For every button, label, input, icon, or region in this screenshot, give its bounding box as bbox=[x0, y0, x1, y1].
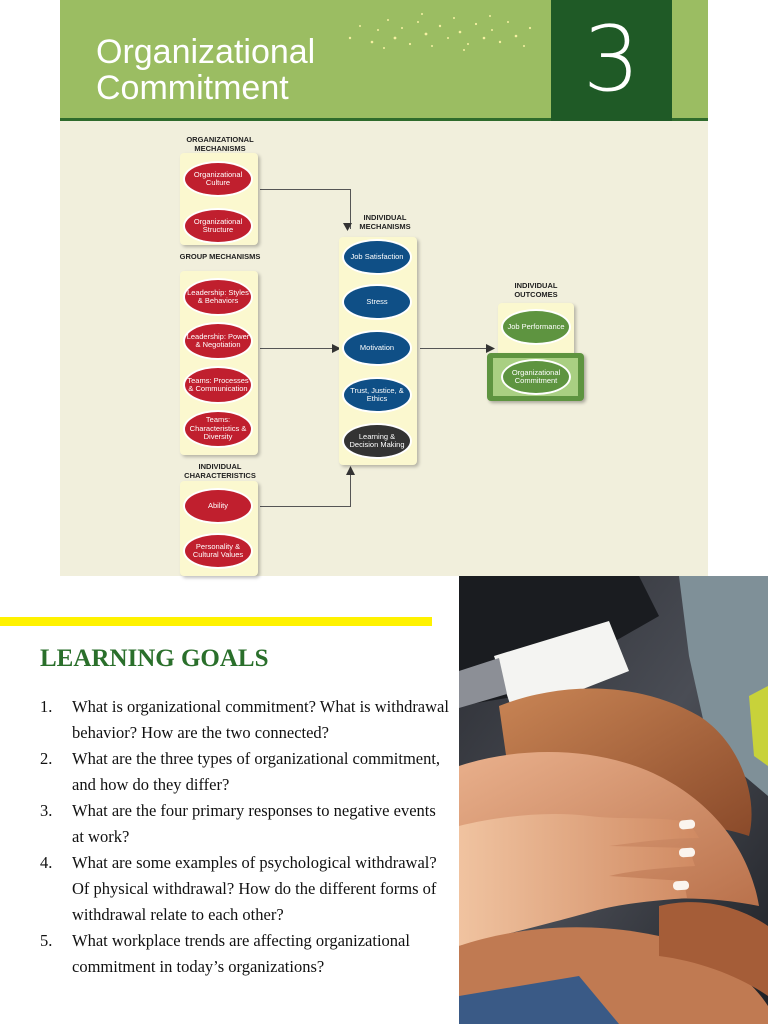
chapter-title: Organizational Commitment bbox=[96, 34, 315, 106]
goal-text: What are the three types of organization… bbox=[72, 749, 441, 794]
individual-outcomes-heading: INDIVIDUAL OUTCOMES bbox=[514, 281, 558, 299]
pill-motivation: Motivation bbox=[344, 332, 410, 364]
chapter-number-box: 3 bbox=[551, 0, 672, 129]
goal-text: What are the four primary responses to n… bbox=[72, 801, 436, 846]
pill-ability: Ability bbox=[185, 490, 251, 522]
learning-goal-item: 4. What are some examples of psychologica… bbox=[40, 850, 450, 928]
individual-characteristics-heading: INDIVIDUAL CHARACTERISTICS bbox=[184, 462, 256, 480]
connector-line bbox=[350, 189, 351, 229]
group-mechanisms-heading: GROUP MECHANISMS bbox=[179, 252, 261, 261]
connector-line bbox=[260, 348, 340, 349]
org-mechanisms-heading: ORGANIZATIONAL MECHANISMS bbox=[186, 135, 254, 153]
pill-teams-processes: Teams: Processes & Communication bbox=[185, 368, 251, 402]
stacked-hands-photo bbox=[459, 576, 768, 1024]
pill-trust-justice-ethics: Trust, Justice, & Ethics bbox=[344, 379, 410, 411]
goal-number: 1. bbox=[40, 697, 53, 716]
pill-learning-decision-making: Learning & Decision Making bbox=[344, 425, 410, 457]
dot-pattern-decoration bbox=[348, 13, 532, 51]
learning-goal-item: 5. What workplace trends are affecting or… bbox=[40, 928, 450, 980]
learning-goals-list: 1. What is organizational commitment? Wha… bbox=[40, 694, 450, 980]
goal-number: 3. bbox=[40, 801, 53, 820]
pill-personality: Personality & Cultural Values bbox=[185, 535, 251, 567]
pill-organizational-culture: Organizational Culture bbox=[185, 163, 251, 195]
chapter-title-line2: Commitment bbox=[96, 69, 289, 107]
yellow-rule bbox=[0, 617, 432, 626]
arrow-up-icon bbox=[346, 466, 355, 475]
goal-number: 4. bbox=[40, 853, 53, 872]
arrow-right-icon bbox=[332, 344, 341, 353]
connector-line bbox=[260, 506, 350, 507]
arrow-right-icon bbox=[486, 344, 495, 353]
connector-line bbox=[260, 189, 350, 190]
goal-text: What is organizational commitment? What … bbox=[72, 697, 449, 742]
individual-mechanisms-heading: INDIVIDUAL MECHANISMS bbox=[359, 213, 411, 231]
learning-goal-item: 2. What are the three types of organizati… bbox=[40, 746, 450, 798]
arrow-down-icon bbox=[343, 223, 352, 231]
goal-number: 5. bbox=[40, 931, 53, 950]
connector-line bbox=[350, 471, 351, 507]
pill-organizational-structure: Organizational Structure bbox=[185, 210, 251, 242]
goal-text: What are some examples of psychological … bbox=[72, 853, 437, 924]
connector-line bbox=[420, 348, 490, 349]
pill-organizational-commitment: Organizational Commitment bbox=[503, 361, 569, 393]
chapter-title-line1: Organizational bbox=[96, 33, 316, 71]
pill-leadership-styles: Leadership: Styles & Behaviors bbox=[185, 280, 251, 314]
pill-job-satisfaction: Job Satisfaction bbox=[344, 241, 410, 273]
pill-stress: Stress bbox=[344, 286, 410, 318]
pill-teams-characteristics: Teams: Characteristics & Diversity bbox=[185, 412, 251, 446]
pill-job-performance: Job Performance bbox=[503, 311, 569, 343]
goal-text: What workplace trends are affecting orga… bbox=[72, 931, 410, 976]
learning-goals-heading: LEARNING GOALS bbox=[40, 645, 269, 672]
learning-goal-item: 1. What is organizational commitment? Wha… bbox=[40, 694, 450, 746]
chapter-number: 3 bbox=[582, 7, 641, 112]
pill-leadership-power: Leadership: Power & Negotiation bbox=[185, 324, 251, 358]
goal-number: 2. bbox=[40, 749, 53, 768]
learning-goal-item: 3. What are the four primary responses to… bbox=[40, 798, 450, 850]
model-diagram: ORGANIZATIONAL MECHANISMS Organizational… bbox=[60, 121, 708, 576]
